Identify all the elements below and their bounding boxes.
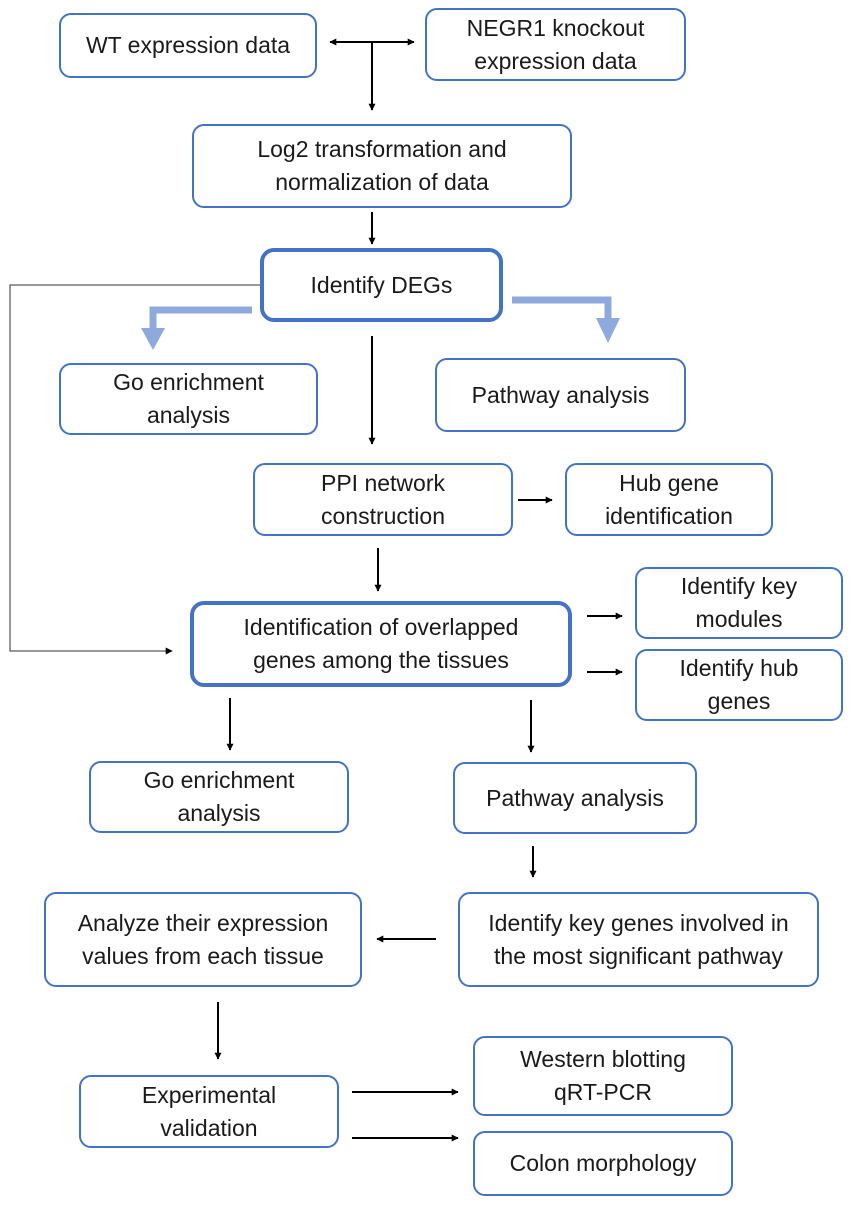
identify-degs-label: Identify DEGs <box>310 271 453 298</box>
hub-genes-label: Identify hub genes <box>679 655 799 714</box>
overlapped-genes-box: Identification of overlapped genes among… <box>190 601 572 687</box>
arrow-degs-overlap-bypass <box>9 284 262 655</box>
wt-expression-box: WT expression data <box>59 13 317 78</box>
go-enrichment-label-2: Go enrichment analysis <box>143 767 295 826</box>
key-genes-label: Identify key genes involved in the most … <box>488 909 789 969</box>
western-blotting-box: Western blotting qRT-PCR <box>473 1036 733 1116</box>
negr1-knockout-box: NEGR1 knockout expression data <box>425 8 686 81</box>
key-modules-label: Identify key modules <box>680 573 798 632</box>
experimental-validation-label: Experimental validation <box>141 1081 277 1141</box>
hub-gene-identification-label: Hub gene identification <box>605 469 733 529</box>
overlapped-genes-label: Identification of overlapped genes among… <box>243 614 519 673</box>
pathway-analysis-box-2: Pathway analysis <box>453 762 697 834</box>
colon-morphology-box: Colon morphology <box>473 1131 733 1196</box>
analyze-expression-label: Analyze their expression values from eac… <box>77 909 329 969</box>
thick-arrow-to-path1 <box>512 296 612 323</box>
negr1-knockout-label: NEGR1 knockout expression data <box>466 14 645 74</box>
hub-genes-box: Identify hub genes <box>635 649 843 721</box>
pathway-analysis-label-2: Pathway analysis <box>486 784 664 811</box>
log2-transform-box: Log2 transformation and normalization of… <box>192 124 572 208</box>
thick-arrowhead-path1 <box>596 318 620 343</box>
key-genes-box: Identify key genes involved in the most … <box>458 892 819 987</box>
western-blotting-label: Western blotting qRT-PCR <box>520 1046 686 1105</box>
hub-gene-identification-box: Hub gene identification <box>565 463 773 536</box>
go-enrichment-label-1: Go enrichment analysis <box>113 369 264 428</box>
colon-morphology-label: Colon morphology <box>509 1150 697 1177</box>
analyze-expression-box: Analyze their expression values from eac… <box>44 892 362 987</box>
ppi-network-box: PPI network construction <box>253 463 513 536</box>
thick-arrowhead-go1 <box>141 328 165 350</box>
go-enrichment-box-2: Go enrichment analysis <box>89 761 349 833</box>
thick-arrow-to-go1 <box>149 306 252 333</box>
identify-degs-box: Identify DEGs <box>260 248 503 322</box>
pathway-analysis-box-1: Pathway analysis <box>435 358 686 432</box>
pathway-analysis-label-1: Pathway analysis <box>471 381 650 408</box>
wt-expression-label: WT expression data <box>85 32 291 59</box>
go-enrichment-box-1: Go enrichment analysis <box>59 363 318 435</box>
experimental-validation-box: Experimental validation <box>79 1075 339 1148</box>
key-modules-box: Identify key modules <box>635 567 843 639</box>
log2-transform-label: Log2 transformation and normalization of… <box>257 136 507 195</box>
ppi-network-label: PPI network construction <box>320 469 445 529</box>
